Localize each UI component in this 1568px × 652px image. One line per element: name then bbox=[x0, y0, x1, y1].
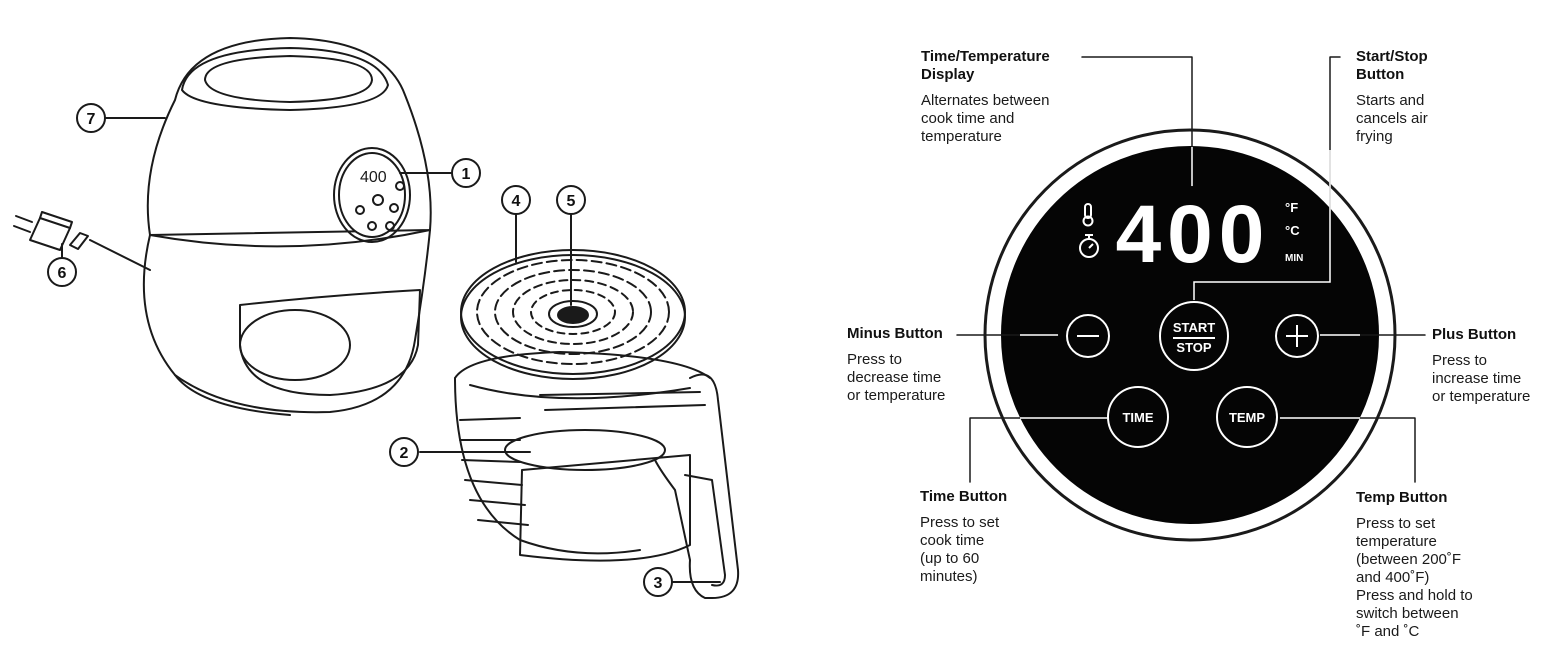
temp-label-title: Temp Button bbox=[1356, 489, 1448, 506]
callout-2 bbox=[389, 437, 419, 467]
minus-button[interactable] bbox=[1066, 314, 1110, 358]
time-label-desc: Press to set cook time (up to 60 minutes… bbox=[920, 514, 1000, 585]
body-control-panel: 400 bbox=[333, 147, 411, 243]
plus-label: Plus Button Press to increase time or te… bbox=[1432, 326, 1530, 406]
callout-6 bbox=[47, 257, 77, 287]
callout-3 bbox=[643, 567, 673, 597]
temp-label-desc: Press to set temperature (between 200˚F … bbox=[1356, 515, 1473, 640]
unit-fahrenheit: °F bbox=[1285, 200, 1298, 215]
svg-text:400: 400 bbox=[360, 169, 387, 186]
thermometer-icon bbox=[1082, 203, 1094, 227]
temp-button-label: TEMP bbox=[1229, 410, 1265, 425]
callout-circles bbox=[47, 103, 673, 597]
callout-5 bbox=[556, 185, 586, 215]
plus-button[interactable] bbox=[1275, 314, 1319, 358]
callout-number-7: 7 bbox=[87, 111, 96, 128]
plus-label-title: Plus Button bbox=[1432, 326, 1517, 343]
callout-4 bbox=[501, 185, 531, 215]
callout-number-6: 6 bbox=[58, 265, 67, 282]
air-fryer-body bbox=[142, 37, 432, 416]
start-stop-label-desc: Starts and cancels air frying bbox=[1356, 92, 1428, 145]
time-label-title: Time Button bbox=[920, 488, 1008, 505]
temp-button[interactable] bbox=[1216, 386, 1278, 448]
start-label: START bbox=[1173, 320, 1215, 335]
time-button-label: TIME bbox=[1122, 410, 1153, 425]
callout-7 bbox=[76, 103, 106, 133]
start-stop-button[interactable] bbox=[1159, 301, 1229, 371]
start-stop-label-title: Start/Stop Button bbox=[1356, 48, 1428, 83]
callout-number-3: 3 bbox=[654, 575, 663, 592]
callout-leaders bbox=[61, 117, 721, 583]
crisper-plate bbox=[460, 249, 686, 380]
callout-number-5: 5 bbox=[567, 193, 576, 210]
basket bbox=[454, 351, 711, 562]
callout-number-1: 1 bbox=[462, 166, 471, 183]
temp-label: Temp Button Press to set temperature (be… bbox=[1356, 489, 1473, 641]
stop-label: STOP bbox=[1176, 340, 1211, 355]
callout-1 bbox=[451, 158, 481, 188]
time-label: Time Button Press to set cook time (up t… bbox=[920, 488, 1007, 586]
power-cord bbox=[13, 211, 151, 271]
unit-minutes: MIN bbox=[1285, 253, 1303, 264]
minus-label-desc: Press to decrease time or temperature bbox=[847, 351, 946, 404]
plus-icon bbox=[1286, 325, 1308, 347]
unit-celsius: °C bbox=[1285, 223, 1300, 238]
callout-number-2: 2 bbox=[400, 445, 409, 462]
temperature-display: 400 bbox=[1116, 189, 1271, 280]
basket-handle bbox=[654, 373, 740, 599]
start-stop-label: Start/Stop Button Starts and cancels air… bbox=[1356, 48, 1428, 146]
time-button[interactable] bbox=[1107, 386, 1169, 448]
timer-icon bbox=[1079, 234, 1099, 258]
display-label-desc: Alternates between cook time and tempera… bbox=[921, 92, 1050, 145]
display-label: Time/Temperature Display Alternates betw… bbox=[921, 48, 1050, 146]
callout-number-4: 4 bbox=[512, 193, 521, 210]
display-label-title: Time/Temperature Display bbox=[921, 48, 1050, 83]
plus-label-desc: Press to increase time or temperature bbox=[1432, 352, 1531, 405]
minus-label-title: Minus Button bbox=[847, 325, 943, 342]
minus-label: Minus Button Press to decrease time or t… bbox=[847, 325, 945, 405]
